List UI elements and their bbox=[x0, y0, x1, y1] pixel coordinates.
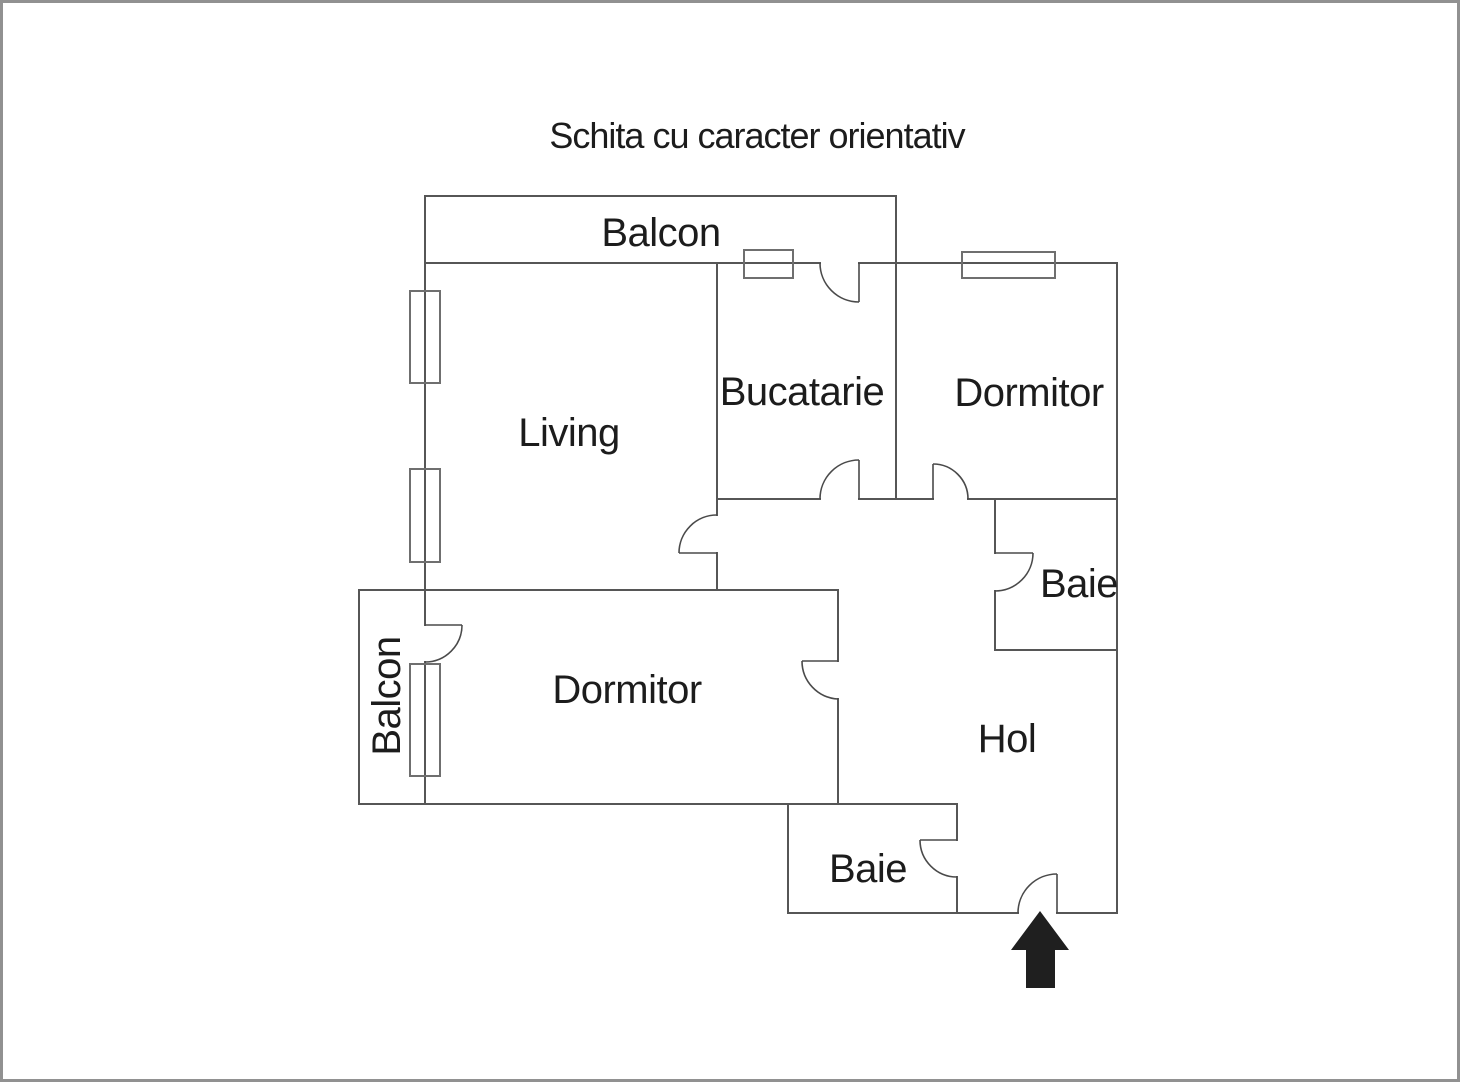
walls bbox=[358, 195, 1118, 914]
room-label-balcon-top: Balcon bbox=[601, 211, 720, 255]
windows bbox=[409, 249, 1056, 777]
wall-bottom-block bbox=[358, 589, 958, 805]
door-entrance bbox=[1017, 873, 1058, 914]
door-arc bbox=[819, 262, 860, 303]
room-label-hol: Hol bbox=[978, 717, 1037, 761]
door-dormitor-bottom-to-hol bbox=[801, 660, 839, 700]
wall-baie-top bbox=[994, 498, 1118, 651]
window-living-2 bbox=[409, 468, 441, 563]
door-balcon-to-bucatarie bbox=[819, 262, 860, 303]
door-arc bbox=[678, 514, 718, 554]
door-arc bbox=[424, 624, 463, 663]
labels: Schita cu caracter orientativ Balcon Liv… bbox=[365, 115, 1119, 891]
door-arc bbox=[801, 660, 839, 700]
door-arc bbox=[1017, 873, 1058, 914]
door-arc bbox=[819, 459, 860, 500]
door-dormitor-top-to-hol bbox=[932, 463, 969, 500]
room-label-bucatarie: Bucatarie bbox=[720, 370, 884, 414]
door-arc bbox=[994, 552, 1034, 592]
room-label-dormitor-top: Dormitor bbox=[954, 371, 1104, 415]
room-label-baie-bottom: Baie bbox=[829, 847, 907, 891]
room-label-balcon-left: Balcon bbox=[365, 636, 409, 755]
window-living-1 bbox=[409, 290, 441, 384]
room-label-living: Living bbox=[518, 411, 620, 455]
window-dormitor-top bbox=[961, 251, 1056, 279]
window-balcon-left bbox=[409, 663, 441, 777]
door-baie-top bbox=[994, 552, 1034, 592]
door-bucatarie-to-hol bbox=[819, 459, 860, 500]
window-bucatarie bbox=[743, 249, 794, 279]
plan-title: Schita cu caracter orientativ bbox=[549, 115, 965, 156]
room-label-dormitor-bottom: Dormitor bbox=[552, 668, 702, 712]
door-living-to-hol bbox=[678, 514, 718, 554]
door-balcon-left-to-dormitor bbox=[424, 624, 463, 663]
door-arc bbox=[919, 839, 958, 878]
entrance-arrow-icon bbox=[1011, 911, 1069, 988]
doors bbox=[424, 262, 1058, 914]
door-arc bbox=[932, 463, 969, 500]
wall-baie-bottom bbox=[787, 803, 958, 914]
wall-top-and-right bbox=[424, 262, 1118, 914]
door-baie-bottom-to-hol bbox=[919, 839, 958, 878]
room-label-baie-top: Baie bbox=[1040, 562, 1118, 606]
wall-balcon-top-outline bbox=[424, 195, 897, 264]
